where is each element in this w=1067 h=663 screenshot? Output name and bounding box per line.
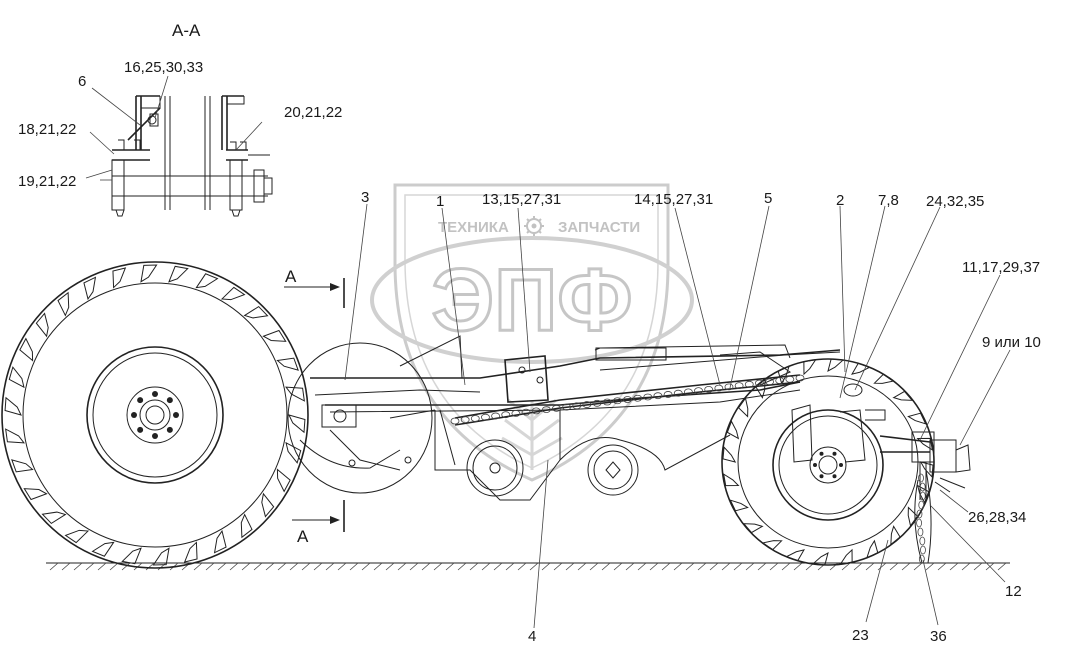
watermark-left-word: ТЕХНИКА xyxy=(438,219,509,236)
callout-4: 4 xyxy=(528,628,536,645)
watermark: ТЕХНИКА ЗАПЧАСТИ ЭПФ xyxy=(370,183,694,482)
leader-lines xyxy=(85,75,1011,629)
callout-5: 5 xyxy=(764,190,772,207)
watermark-brand: ЭПФ xyxy=(432,250,633,349)
callout-19-21-22: 19,21,22 xyxy=(18,173,76,190)
machine-frame xyxy=(287,335,971,564)
callout-20-21-22: 20,21,22 xyxy=(284,104,342,121)
callout-12: 12 xyxy=(1005,583,1022,600)
gear-icon xyxy=(524,216,544,236)
callout-labels: 6 16,25,30,33 18,21,22 20,21,22 19,21,22… xyxy=(18,59,1041,645)
callout-13-15-27-31: 13,15,27,31 xyxy=(482,191,561,208)
callout-26-28-34: 26,28,34 xyxy=(968,509,1026,526)
watermark-shield xyxy=(393,183,670,482)
callout-23: 23 xyxy=(852,627,869,644)
callout-3: 3 xyxy=(361,189,369,206)
callout-16-25-30-33: 16,25,30,33 xyxy=(124,59,203,76)
large-wheel-left xyxy=(1,261,309,569)
section-title: А-А xyxy=(172,21,201,40)
callout-2: 2 xyxy=(836,192,844,209)
callout-9-or-10: 9 или 10 xyxy=(982,334,1041,351)
section-view-a-a: А-А xyxy=(100,21,273,217)
callout-18-21-22: 18,21,22 xyxy=(18,121,76,138)
svg-text:А: А xyxy=(297,527,309,546)
watermark-ring xyxy=(370,236,694,364)
callout-36: 36 xyxy=(930,628,947,645)
callout-7-8: 7,8 xyxy=(878,192,899,209)
callout-11-17-29-37: 11,17,29,37 xyxy=(962,259,1040,276)
callout-14-15-27-31: 14,15,27,31 xyxy=(634,191,713,208)
callout-1: 1 xyxy=(436,193,444,210)
section-marker-lower: А xyxy=(292,500,345,546)
watermark-right-word: ЗАПЧАСТИ xyxy=(558,219,640,236)
callout-6: 6 xyxy=(78,73,86,90)
callout-24-32-35: 24,32,35 xyxy=(926,193,984,210)
svg-text:А: А xyxy=(285,267,297,286)
section-marker-upper: А xyxy=(284,267,345,308)
